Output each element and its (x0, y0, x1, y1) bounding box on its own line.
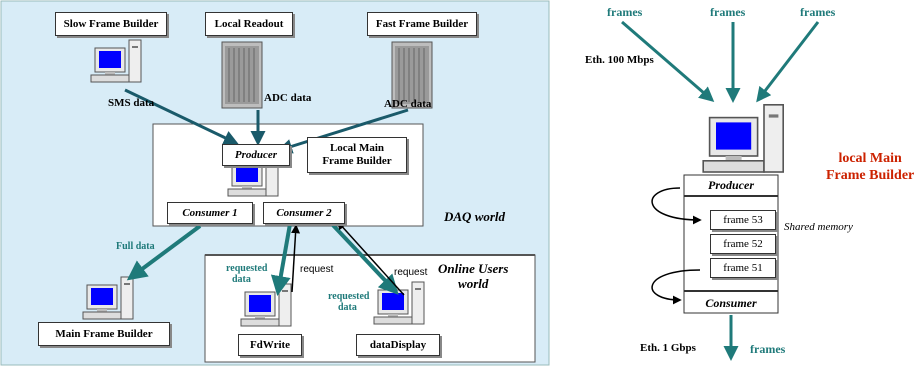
frame-52-box: frame 52 (710, 234, 776, 254)
slow-frame-builder-box: Slow Frame Builder (55, 12, 167, 36)
consumer-1-label: Consumer 1 (182, 207, 238, 219)
requested-data-arrow-1 (270, 223, 292, 296)
request-label-1: request (300, 264, 334, 275)
local-readout-label: Local Readout (214, 18, 284, 30)
sms-data-label: SMS data (108, 97, 155, 109)
frames-label-1: frames (607, 5, 643, 19)
full-data-arrow (126, 224, 202, 281)
shared-memory-label: Shared memory (784, 221, 853, 233)
frames-label-2: frames (710, 5, 746, 19)
local-main-a: local Main (838, 151, 902, 166)
producer-loop-arrow (651, 187, 702, 225)
requested-data-arrow-2 (328, 220, 399, 295)
request-arrow-2 (336, 220, 405, 296)
request-label-2: request (394, 267, 428, 278)
requested-data-label-1a: requested (226, 263, 268, 274)
full-data-label: Full data (116, 241, 155, 252)
daq-world-label: DAQ world (444, 209, 506, 224)
eth-1g-label: Eth. 1 Gbps (640, 342, 696, 354)
computer-icon (702, 104, 785, 173)
adc-data-label-1: ADC data (264, 92, 312, 104)
frames-arrow-3 (756, 21, 820, 103)
frame-53-label: frame 53 (723, 214, 763, 226)
producer-section: Producer (708, 178, 754, 192)
fdwrite-label: FdWrite (249, 339, 291, 351)
main-frame-builder-label: Main Frame Builder (55, 328, 153, 340)
producer-box: Producer (222, 144, 290, 166)
local-readout-box: Local Readout (205, 12, 293, 36)
frames-out-label: frames (750, 342, 786, 356)
frames-label-3: frames (800, 5, 836, 19)
request-arrow-1 (291, 224, 301, 293)
requested-data-label-1b: data (232, 274, 251, 285)
online-users-title-b: world (458, 276, 489, 291)
requested-data-label-2b: data (338, 302, 357, 313)
frames-arrow-1 (621, 20, 715, 102)
consumer-2-label: Consumer 2 (276, 207, 332, 219)
fast-frame-builder-box: Fast Frame Builder (367, 12, 477, 36)
frame-53-box: frame 53 (710, 210, 776, 230)
frame-52-label: frame 52 (723, 238, 763, 250)
local-main-frame-builder-label: local Main Frame Builder (826, 150, 914, 184)
slow-frame-builder-label: Slow Frame Builder (63, 18, 159, 30)
online-users-world-label: Online Users world (438, 261, 508, 291)
local-main-frame-builder-box: Local Main Frame Builder (307, 137, 407, 173)
consumer-1-box: Consumer 1 (167, 202, 253, 224)
eth-100-label: Eth. 100 Mbps (585, 54, 654, 66)
main-frame-builder-box: Main Frame Builder (38, 322, 170, 346)
server-rack-icon (221, 41, 263, 109)
consumer-section: Consumer (705, 296, 757, 310)
frame-51-label: frame 51 (723, 262, 763, 274)
fdwrite-box: FdWrite (238, 334, 302, 356)
producer-label: Producer (234, 149, 278, 161)
datadisplay-label: dataDisplay (369, 339, 427, 351)
sms-data-arrow (124, 88, 239, 145)
local-main-label-a: Local Main (329, 142, 385, 154)
frame-51-box: frame 51 (710, 258, 776, 278)
fast-frame-builder-label: Fast Frame Builder (375, 18, 469, 30)
requested-data-label-1: requested data (226, 263, 267, 285)
online-users-title-a: Online Users (438, 261, 509, 276)
adc-data-label-2: ADC data (384, 98, 432, 110)
requested-data-label-2: requested data (328, 291, 369, 313)
consumer-2-box: Consumer 2 (263, 202, 345, 224)
local-main-b: Frame Builder (826, 168, 915, 183)
consumer-loop-arrow (651, 269, 701, 305)
requested-data-label-2a: requested (328, 291, 370, 302)
datadisplay-box: dataDisplay (356, 334, 440, 356)
local-main-label-b: Frame Builder (322, 155, 392, 167)
adc-data-arrow-2 (277, 108, 409, 154)
